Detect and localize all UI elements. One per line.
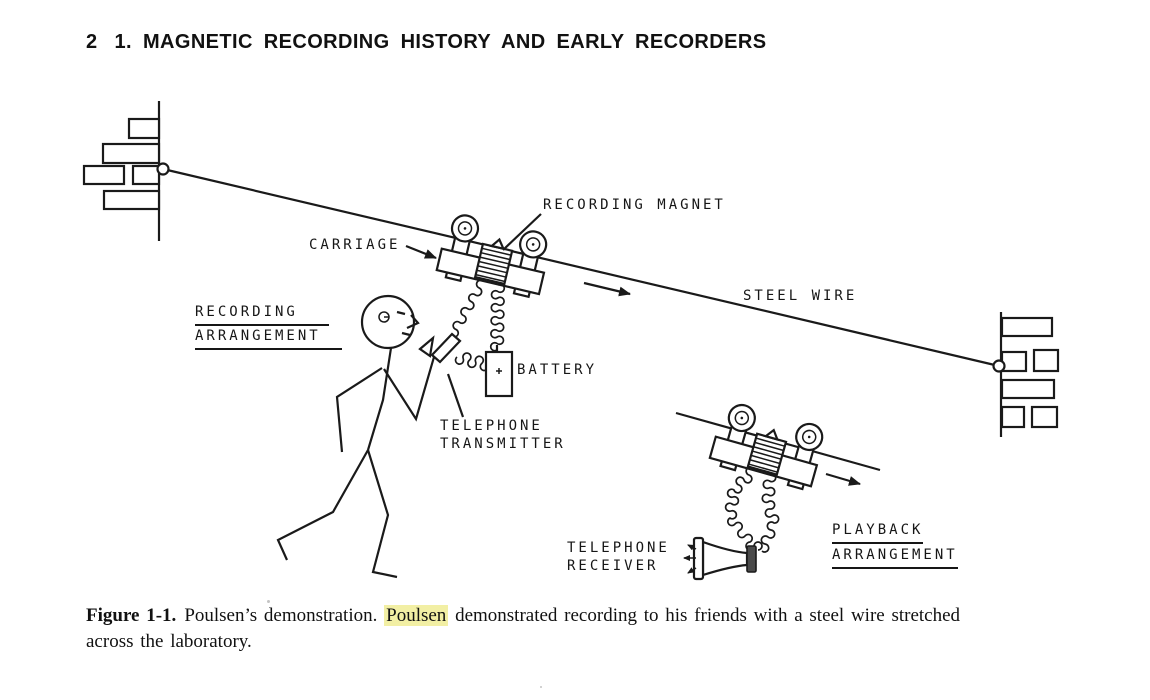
front-arm bbox=[383, 356, 436, 422]
torso bbox=[366, 347, 393, 451]
label-recording-magnet: RECORDING MAGNET bbox=[543, 197, 726, 213]
carriage-callout-arrow bbox=[405, 244, 437, 260]
label-steel-wire: STEEL WIRE bbox=[743, 288, 858, 304]
steel-wire-line bbox=[162, 167, 1000, 368]
recording-carriage bbox=[435, 214, 548, 299]
scan-speck bbox=[267, 600, 270, 603]
back-arm bbox=[335, 367, 383, 453]
label-battery: BATTERY bbox=[517, 362, 598, 378]
playback-direction-arrow bbox=[825, 472, 861, 486]
recording-magnet-coil bbox=[473, 237, 514, 286]
label-recording-arrangement: RECORDING ARRANGEMENT bbox=[195, 302, 342, 350]
caption-figure-label: Figure 1-1. bbox=[86, 605, 177, 626]
figure-caption: Figure 1-1. Poulsen’s demonstration. Poul… bbox=[86, 603, 970, 655]
back-leg bbox=[366, 449, 398, 579]
wire-anchor-right bbox=[992, 359, 1006, 373]
page-number: 2 bbox=[86, 31, 98, 53]
eye bbox=[396, 310, 406, 316]
front-leg bbox=[276, 449, 369, 561]
page-header: 2 1. MAGNETIC RECORDING HISTORY AND EARL… bbox=[86, 31, 766, 54]
label-telephone-receiver: TELEPHONE RECEIVER bbox=[567, 540, 670, 574]
caption-text-after: demonstrated recording to his friends wi… bbox=[86, 605, 961, 652]
wire-anchor-left bbox=[156, 162, 170, 176]
search-highlight: Poulsen bbox=[384, 605, 449, 626]
stick-figure bbox=[276, 294, 436, 579]
playback-magnet-coil bbox=[746, 428, 788, 476]
right-wall bbox=[992, 312, 1060, 437]
nose bbox=[406, 314, 420, 330]
sound-wave-arrows bbox=[683, 544, 697, 574]
label-playback-arrangement: PLAYBACK ARRANGEMENT bbox=[832, 519, 958, 569]
telephone-receiver-device bbox=[683, 536, 757, 581]
label-carriage: CARRIAGE bbox=[309, 237, 401, 253]
recording-cords bbox=[451, 279, 506, 372]
chapter-title: 1. MAGNETIC RECORDING HISTORY AND EARLY … bbox=[114, 31, 767, 53]
playback-cords bbox=[724, 466, 780, 553]
caption-text-before: Poulsen’s demonstration. bbox=[184, 605, 385, 626]
wire-direction-arrow bbox=[583, 281, 631, 297]
left-wall bbox=[82, 101, 170, 241]
recording-magnet-leader bbox=[502, 213, 542, 251]
mouth bbox=[401, 331, 411, 337]
playback-carriage bbox=[708, 403, 824, 491]
transmitter-leader bbox=[446, 373, 465, 418]
battery bbox=[484, 345, 514, 398]
label-telephone-transmitter: TELEPHONE TRANSMITTER bbox=[440, 418, 566, 452]
callout-lines bbox=[405, 213, 542, 418]
scan-speck bbox=[540, 686, 542, 688]
telephone-transmitter-device bbox=[418, 332, 462, 364]
